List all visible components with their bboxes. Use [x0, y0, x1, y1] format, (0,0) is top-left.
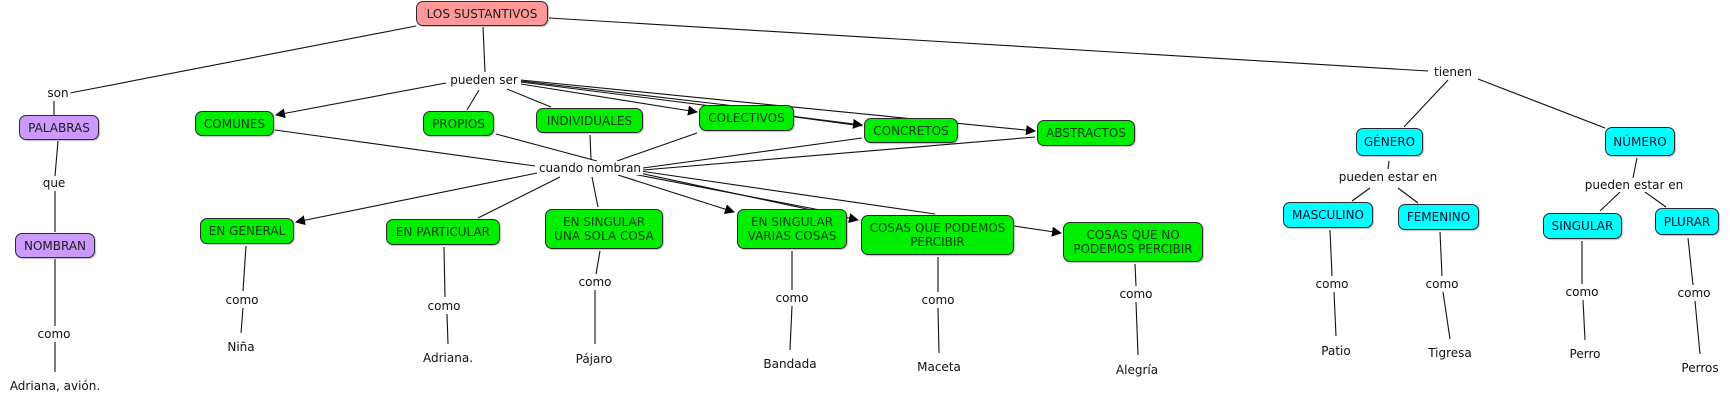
- link-abstractos-cn: [642, 136, 1036, 171]
- concept-en-general[interactable]: EN GENERAL: [200, 218, 294, 244]
- link-ps-individuales: [506, 88, 552, 108]
- link-label-como: como: [1117, 287, 1155, 301]
- link-ps-colectivos: [520, 83, 698, 116]
- link-label-pueden-estar-en: pueden estar en: [1336, 170, 1440, 184]
- example-patio: Patio: [1321, 344, 1351, 358]
- link-colectivos-cn: [616, 132, 698, 162]
- link-root-pueden-ser: [482, 26, 486, 73]
- concept-propios[interactable]: PROPIOS: [423, 111, 494, 136]
- link-label-como: como: [223, 293, 261, 307]
- link-masculino-como: [1329, 229, 1333, 277]
- link-femenino-como: [1439, 231, 1443, 277]
- link-label-como: como: [1675, 286, 1713, 300]
- link-label-pueden-estar-en: pueden estar en: [1582, 178, 1686, 192]
- link-tienen-numero: [1477, 78, 1606, 129]
- link-label-como: como: [1563, 285, 1601, 299]
- link-cn-sola: [591, 176, 599, 208]
- concept-genero[interactable]: GÉNERO: [1356, 128, 1423, 156]
- link-numero-ps: [1632, 157, 1638, 179]
- link-particular-como: [443, 246, 446, 298]
- example-nina: Niña: [227, 340, 255, 354]
- example-maceta: Maceta: [917, 360, 961, 374]
- link-cn-podemos-b: [639, 170, 936, 215]
- concept-femenino[interactable]: FEMENINO: [1398, 204, 1479, 230]
- link-label-son: son: [45, 86, 71, 100]
- link-label-como: como: [1423, 277, 1461, 291]
- example-alegria: Alegría: [1115, 363, 1159, 377]
- link-label-pueden-ser: pueden ser: [448, 73, 520, 87]
- link-plurar-example: [1694, 300, 1701, 355]
- link-label-tienen: tienen: [1431, 65, 1475, 79]
- link-cn-general: [295, 172, 538, 226]
- link-colectivos-concretos: [794, 116, 863, 127]
- link-femenino-example: [1442, 291, 1451, 340]
- link-particular-example: [446, 313, 449, 345]
- concept-comunes[interactable]: COMUNES: [195, 111, 274, 136]
- concept-cosas-que-no-podemos-percibir[interactable]: COSAS QUE NO PODEMOS PERCIBIR: [1063, 222, 1203, 262]
- example-adriana: Adriana.: [422, 351, 474, 365]
- link-root-tienen: [548, 17, 1429, 72]
- concept-los-sustantivos[interactable]: LOS SUSTANTIVOS: [416, 1, 548, 26]
- link-label-que: que: [40, 176, 68, 190]
- link-sola-como: [595, 250, 601, 275]
- link-concretos-cn: [642, 137, 863, 169]
- concept-en-singular-una-sola-cosa[interactable]: EN SINGULAR UNA SOLA COSA: [545, 209, 663, 249]
- concept-numero[interactable]: NÚMERO: [1605, 127, 1675, 156]
- concept-cosas-que-podemos-percibir[interactable]: COSAS QUE PODEMOS PERCIBIR: [861, 215, 1014, 255]
- link-ps-comunes: [275, 82, 447, 119]
- example-pajaro: Pájaro: [575, 352, 613, 366]
- concept-nombran[interactable]: NOMBRAN: [15, 233, 95, 258]
- link-tienen-genero: [1403, 79, 1449, 128]
- link-general-example: [240, 307, 244, 334]
- link-singular-example: [1582, 299, 1586, 341]
- link-label-como: como: [773, 291, 811, 305]
- link-ps-concretos-b: [520, 80, 736, 107]
- link-label-como: como: [1313, 277, 1351, 291]
- link-palabras-que: [54, 140, 59, 177]
- link-label-como: como: [919, 293, 957, 307]
- example-bandada: Bandada: [763, 357, 817, 371]
- concept-plurar[interactable]: PLURAR: [1655, 208, 1719, 235]
- example-tigresa: Tigresa: [1428, 346, 1472, 360]
- link-ps-masculino: [1351, 187, 1371, 202]
- example-perros: Perros: [1681, 361, 1719, 375]
- link-podemos-example: [937, 307, 940, 354]
- link-cn-varias: [617, 174, 735, 215]
- link-label-cuando-nombran: cuando nombran: [536, 161, 644, 175]
- concept-masculino[interactable]: MASCULINO: [1283, 202, 1373, 228]
- link-ps-singular: [1599, 191, 1621, 212]
- concept-palabras[interactable]: PALABRAS: [19, 115, 99, 140]
- link-nopodemos-como: [1134, 263, 1137, 287]
- link-label-como: como: [576, 275, 614, 289]
- link-ps-femenino: [1397, 187, 1419, 204]
- link-genero-ps: [1387, 160, 1390, 170]
- concept-singular[interactable]: SINGULAR: [1543, 213, 1622, 239]
- example-adriana-avion: Adriana, avión.: [9, 379, 101, 393]
- link-varias-example: [789, 305, 793, 351]
- concept-en-singular-varias-cosas[interactable]: EN SINGULAR VARIAS COSAS: [737, 209, 847, 249]
- link-masculino-example: [1333, 291, 1337, 337]
- link-label-como: como: [425, 299, 463, 313]
- concept-concretos[interactable]: CONCRETOS: [864, 118, 958, 143]
- link-podemos-nopodemos: [1013, 225, 1062, 237]
- concept-colectivos[interactable]: COLECTIVOS: [699, 105, 794, 131]
- concept-en-particular[interactable]: EN PARTICULAR: [386, 219, 500, 245]
- link-propios-cn: [495, 133, 598, 162]
- concept-individuales[interactable]: INDIVIDUALES: [536, 108, 643, 133]
- link-plurar-como: [1687, 237, 1694, 286]
- link-nopodemos-example: [1135, 301, 1139, 356]
- link-label-como: como: [35, 327, 73, 341]
- link-root-son: [69, 25, 417, 94]
- link-cn-particular: [477, 176, 561, 219]
- link-ps-plurar: [1644, 191, 1667, 208]
- concept-abstractos[interactable]: ABSTRACTOS: [1037, 120, 1135, 146]
- link-individuales-cn: [589, 134, 592, 161]
- example-perro: Perro: [1569, 347, 1601, 361]
- link-ps-propios: [466, 89, 480, 111]
- link-comunes-cn: [274, 129, 536, 167]
- link-general-como: [242, 245, 247, 292]
